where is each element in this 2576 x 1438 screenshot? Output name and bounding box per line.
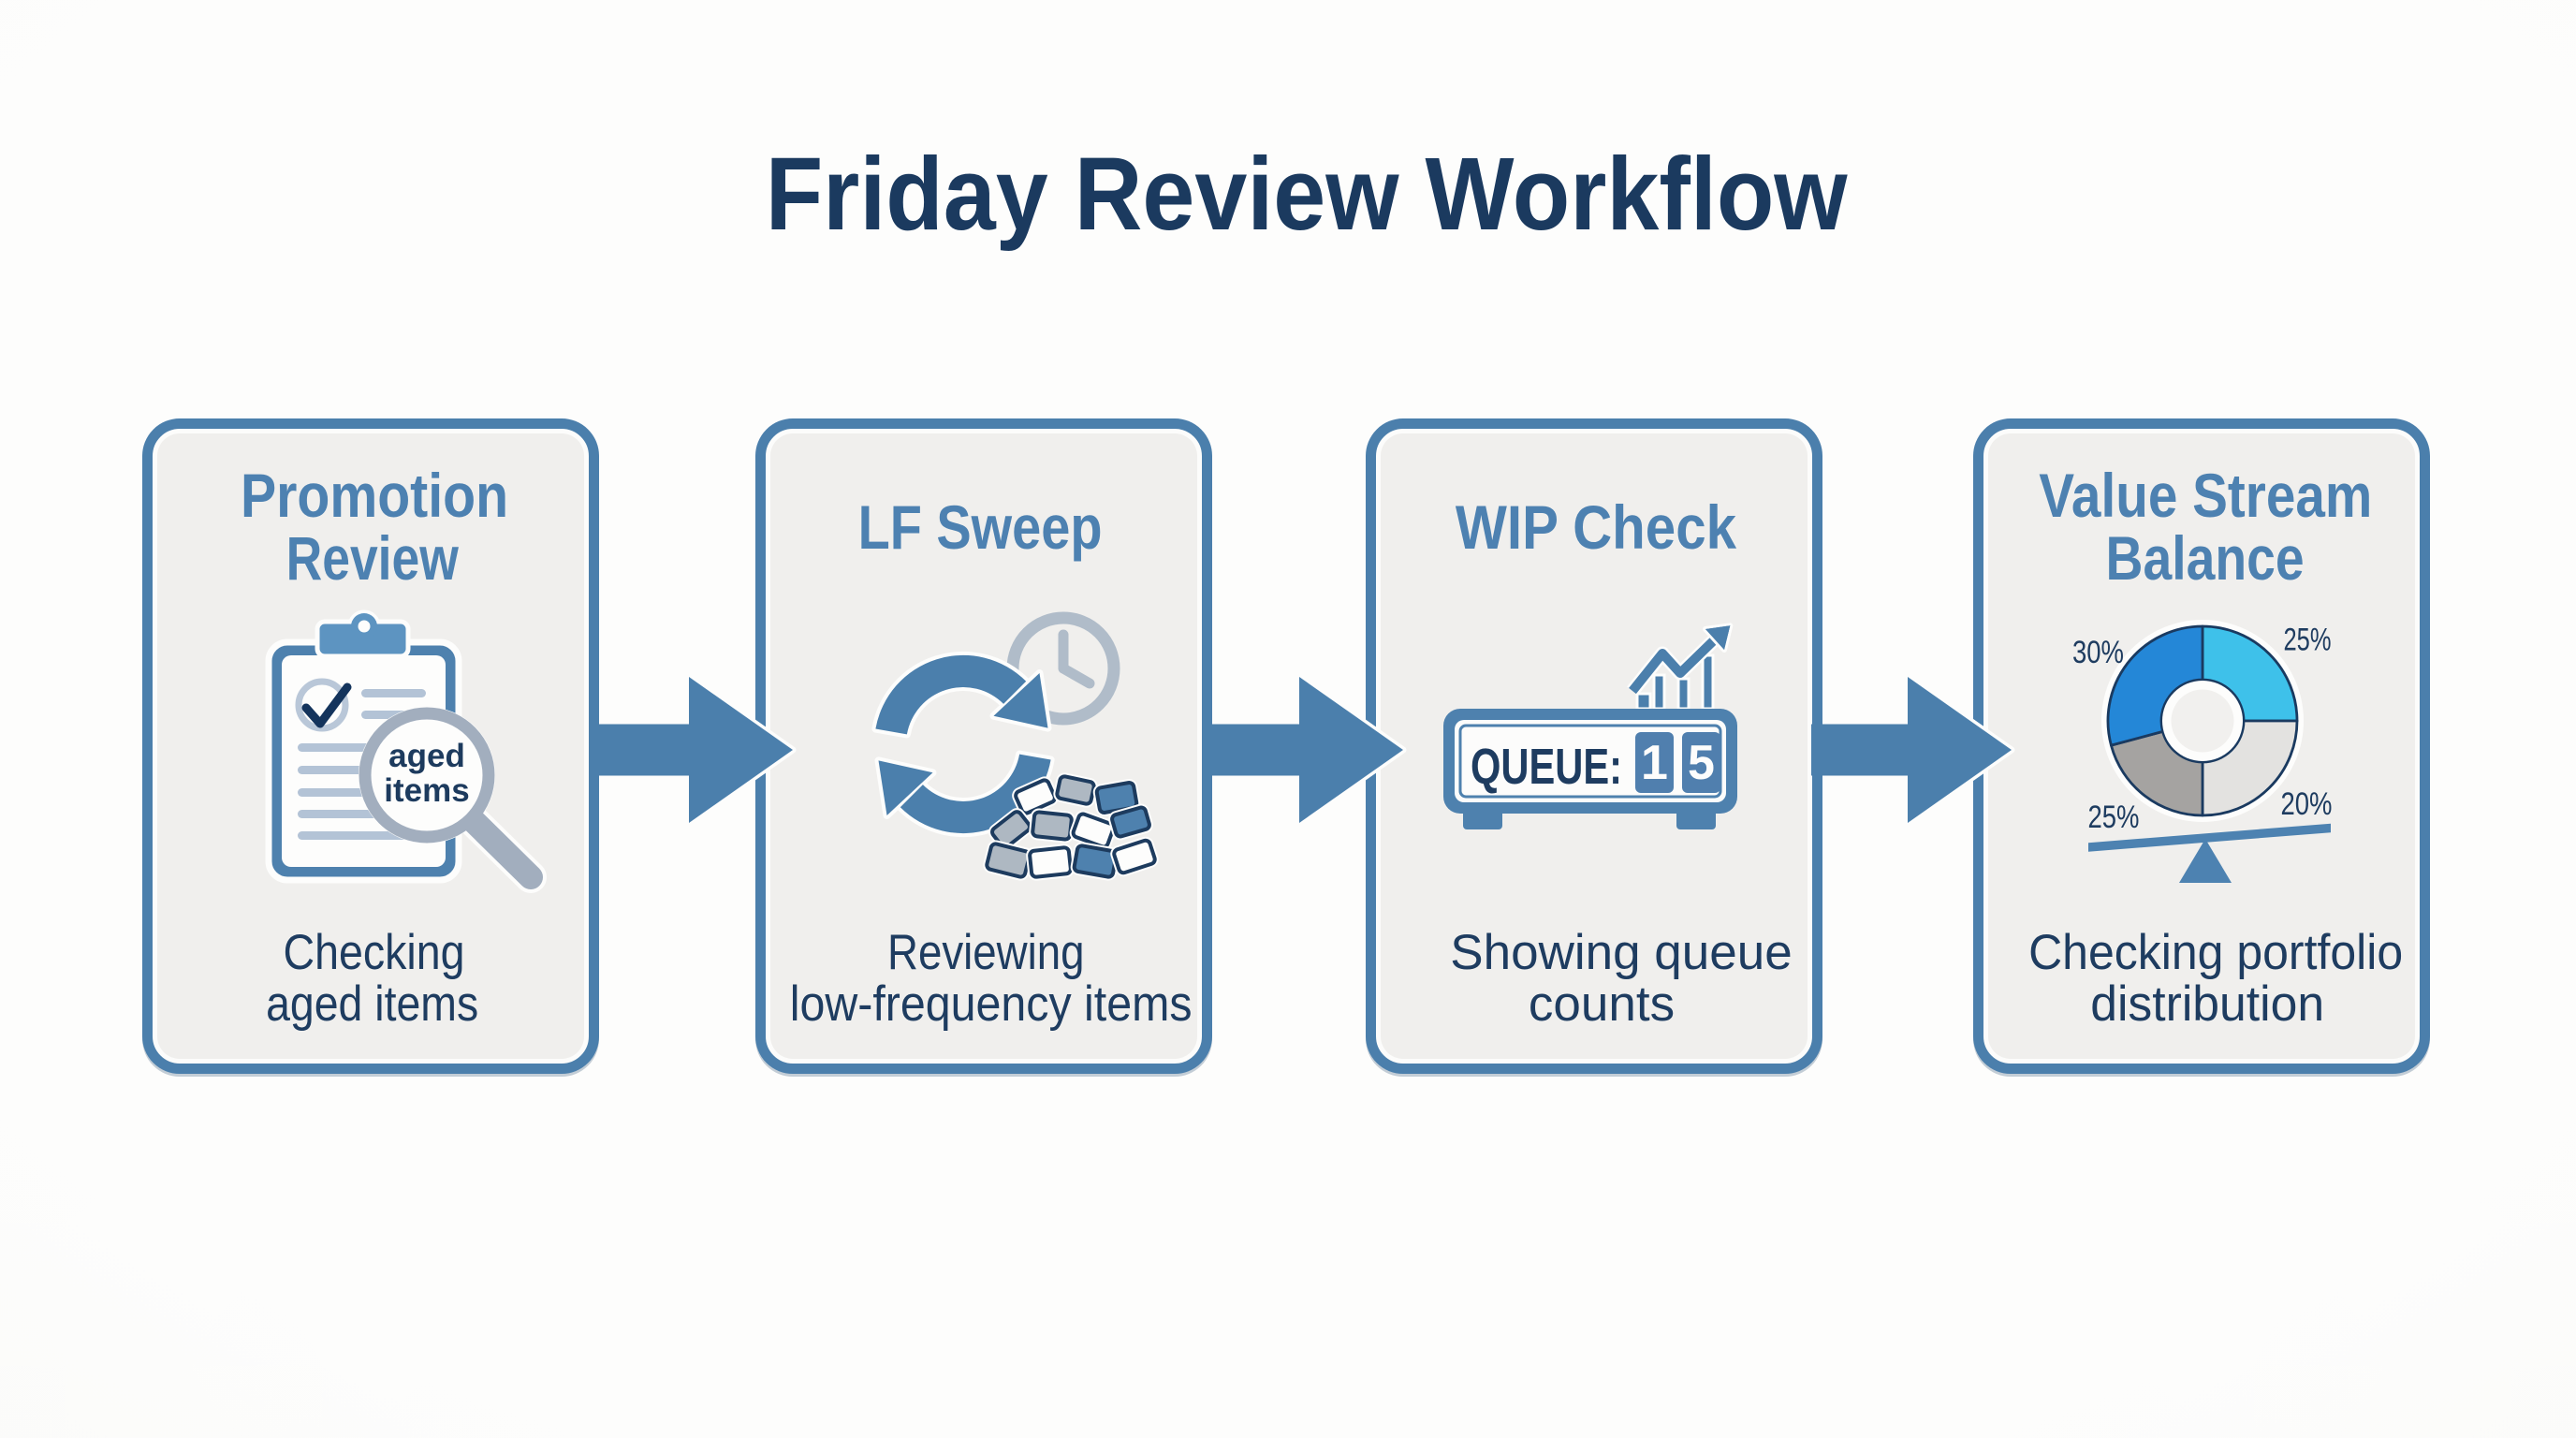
svg-text:QUEUE:: QUEUE: [1471,739,1622,795]
svg-text:30%: 30% [2072,635,2124,670]
svg-text:25%: 25% [2088,800,2140,835]
svg-text:aged: aged [388,738,465,774]
svg-text:1: 1 [1641,736,1668,790]
svg-text:25%: 25% [2284,623,2332,658]
svg-text:5: 5 [1688,736,1715,790]
svg-text:20%: 20% [2281,786,2333,822]
svg-text:items: items [384,772,469,809]
